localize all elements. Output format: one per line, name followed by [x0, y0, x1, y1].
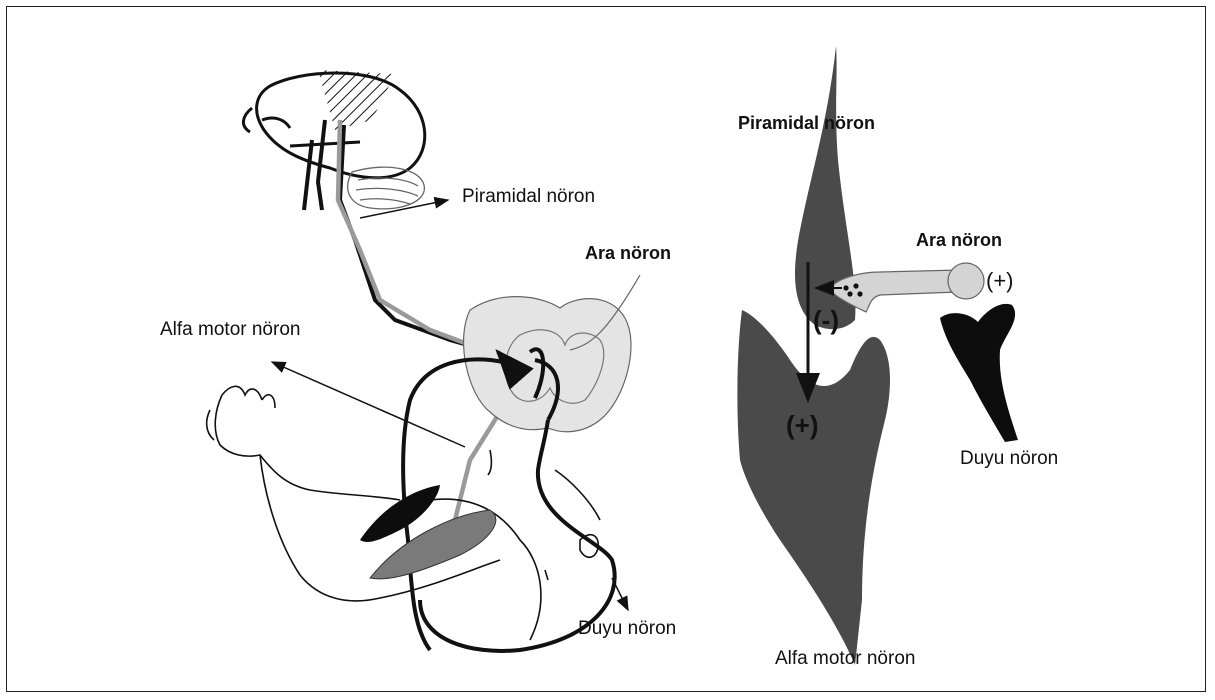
- excitatory-sign: (+): [786, 410, 819, 441]
- sensory-excitatory-sign: (+): [986, 268, 1014, 294]
- right-label-inter: Ara nöron: [916, 230, 1002, 251]
- right-alpha-motor-neuron: [737, 310, 890, 665]
- right-sensory-neuron: [940, 304, 1018, 442]
- left-label-sensory: Duyu nöron: [578, 618, 676, 640]
- inhibitory-sign: (-): [813, 305, 839, 336]
- right-label-alpha: Alfa motor nöron: [775, 648, 915, 670]
- right-interneuron: [832, 263, 984, 312]
- left-label-pyramidal: Piramidal nöron: [462, 186, 595, 208]
- right-label-sensory: Duyu nöron: [960, 448, 1058, 470]
- cerebellum: [348, 167, 425, 209]
- right-label-pyramidal: Piramidal nöron: [738, 113, 875, 134]
- left-label-alpha: Alfa motor nöron: [160, 319, 300, 341]
- left-label-inter: Ara nöron: [585, 243, 671, 264]
- motor-cortex-hatch: [318, 70, 395, 130]
- brainstem-black-tracts: [304, 120, 492, 352]
